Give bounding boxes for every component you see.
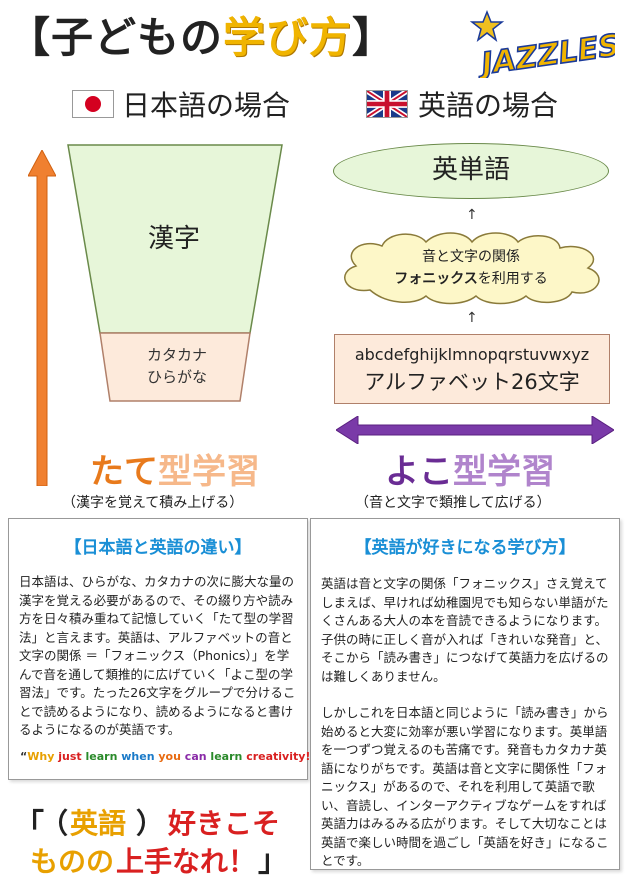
english-words-ellipse: 英単語 (333, 143, 609, 199)
proverb-bracket-open: 「 (14, 808, 44, 843)
proverb-english-word: 英語 (70, 807, 127, 840)
how-to-like-paragraph-2: しかしこれを日本語と同じように「読み書き」から始めると大変に効率が悪い学習になり… (321, 705, 609, 868)
slogan-word-2: just (58, 750, 82, 763)
up-arrow-small-icon-2: ↑ (466, 310, 478, 326)
horizontal-learning-subtitle: （音と文字で類推して広げる） (355, 495, 551, 511)
phonics-bold-text: フォニックス (394, 271, 478, 287)
alphabet-letters: abcdefghijklmnopqrstuvwxyz (354, 345, 590, 364)
how-to-like-body: 英語は音と文字の関係「フォニックス」さえ覚えてしまえば、早ければ幼稚園児でも知ら… (321, 575, 611, 871)
tate-text: たて (90, 452, 158, 492)
alphabet-26-label: アルファベット26文字 (364, 370, 580, 394)
slogan-word-3: learn (85, 750, 118, 763)
slogan-word-8: creativity! (246, 750, 311, 763)
slogan-word-6: can (184, 750, 207, 763)
how-to-like-english-box: 【英語が好きになる学び方】 英語は音と文字の関係「フォニックス」さえ覚えてしまえ… (310, 518, 620, 870)
proverb-paren-close: ） (136, 807, 165, 840)
upward-arrow-icon (28, 150, 56, 486)
kana-section (99, 332, 251, 402)
difference-box: 【日本語と英語の違い】 日本語は、ひらがな、カタカナの次に膨大な量の漢字を覚える… (8, 518, 308, 780)
slogan-word-1: Why (27, 750, 55, 763)
phonics-cloud-shape (344, 232, 600, 305)
page-title: 【子どもの学び方】 (8, 4, 395, 65)
title-bracket-close: 】 (352, 13, 396, 62)
cloud-text-rest: を利用する (477, 271, 548, 287)
japanese-learning-diagram (67, 144, 283, 402)
tate-type-text: 型学習 (158, 452, 260, 492)
slogan-text: “Why just learn when you can learn creat… (20, 750, 318, 763)
uk-flag-icon (366, 90, 408, 118)
up-arrow-small-icon: ↑ (466, 207, 478, 223)
kanji-label: 漢字 (148, 224, 201, 254)
vertical-learning-subtitle: （漢字を覚えて積み上げる） (62, 495, 244, 511)
japanese-case-label: 日本語の場合 (122, 89, 291, 122)
horizontal-learning-label: よこ型学習 (385, 444, 555, 493)
proverb-monono: ものの (30, 845, 115, 878)
hiragana-label: ひらがな (146, 368, 207, 386)
title-bracket-open: 【 (8, 13, 52, 62)
how-to-like-heading: 【英語が好きになる学び方】 (354, 538, 576, 558)
slogan-quote-open: “ (20, 750, 28, 763)
title-part2: 学び方 (223, 13, 353, 62)
kana-label: カタカナ ひらがな (138, 344, 216, 388)
english-case-label: 英語の場合 (418, 89, 559, 122)
logo-star-icon (469, 10, 505, 42)
vertical-learning-label: たて型学習 (90, 444, 260, 493)
how-to-like-paragraph-1: 英語は音と文字の関係「フォニックス」さえ覚えてしまえば、早ければ幼稚園児でも知ら… (321, 576, 609, 684)
yoko-text: よこ (385, 452, 453, 492)
difference-body: 日本語は、ひらがな、カタカナの次に膨大な量の漢字を覚える必要があるので、その綴り… (19, 574, 296, 737)
proverb-bracket-close: 」 (258, 844, 288, 879)
alphabet-box: abcdefghijklmnopqrstuvwxyz アルファベット26文字 (334, 334, 610, 404)
title-part1: 子どもの (51, 13, 224, 62)
proverb-suki-koso: 好きこそ (168, 807, 281, 840)
yoko-type-text: 型学習 (453, 452, 555, 492)
katakana-label: カタカナ (146, 346, 207, 364)
horizontal-double-arrow-icon (336, 416, 614, 444)
cloud-text-line1: 音と文字の関係 (422, 249, 520, 265)
jazzles-logo: JAZZLES (469, 10, 615, 78)
japan-flag-icon (72, 90, 114, 118)
slogan-word-7: learn (210, 750, 243, 763)
cloud-text-line2: フォニックスを利用する (330, 268, 612, 288)
slogan-word-5: you (158, 750, 181, 763)
proverb-jouzu-nare: 上手なれ！ (116, 845, 257, 878)
proverb-paren-open: （ (40, 807, 69, 840)
slogan-word-4: when (121, 750, 155, 763)
difference-heading: 【日本語と英語の違い】 (64, 538, 252, 558)
